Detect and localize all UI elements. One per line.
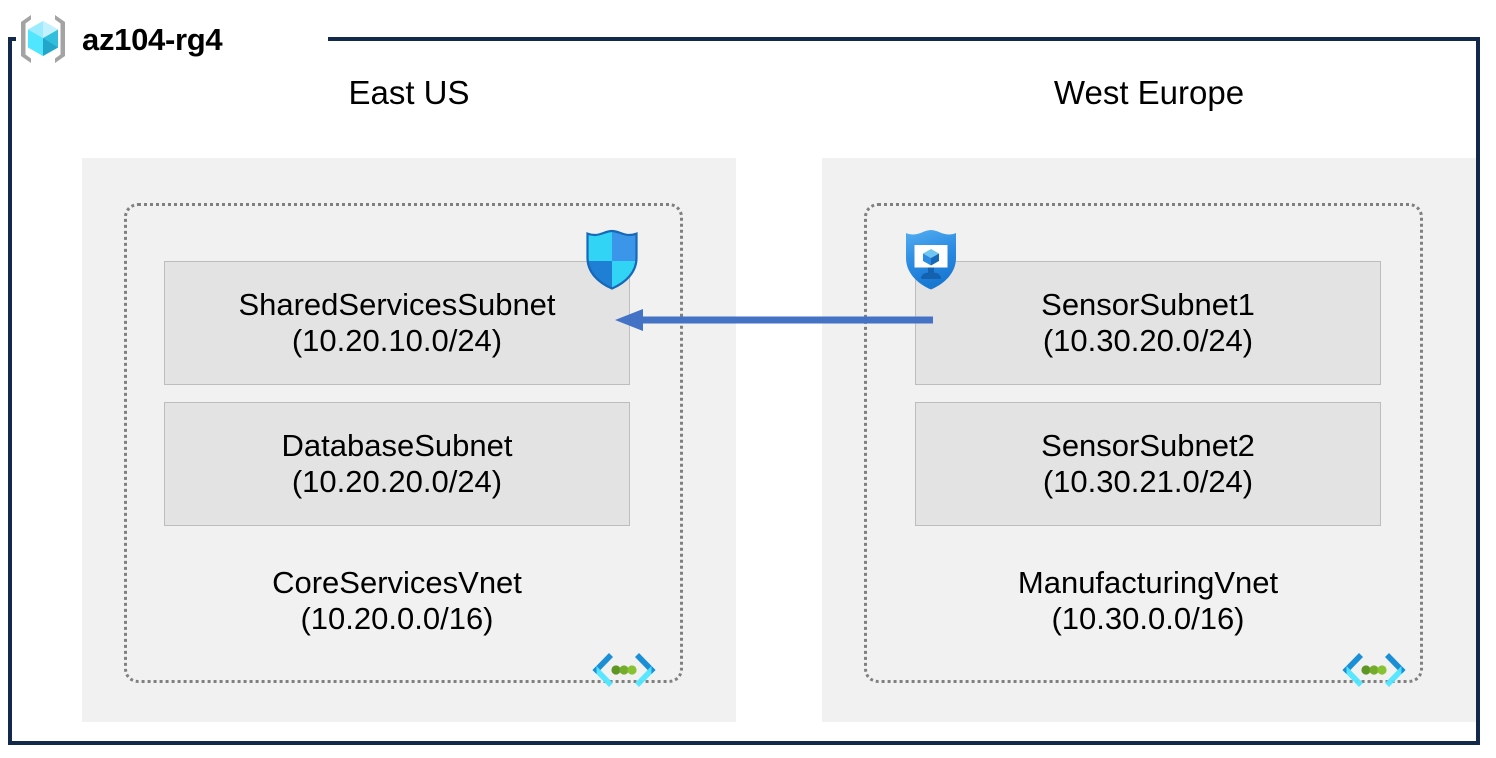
resource-group-name: az104-rg4 [82,21,223,57]
application-security-group-monitor-shield-icon [897,225,965,293]
region-column-west-europe: West Europe [822,76,1476,116]
subnet-name: SensorSubnet2 [1041,428,1255,464]
virtual-network-icon [1339,649,1409,695]
subnet-cidr: (10.20.10.0/24) [291,323,503,358]
subnet-box-sharedservicessubnet[interactable]: SharedServicesSubnet (10.20.10.0/24) [164,261,630,385]
vnet-cidr: (10.30.0.0/16) [1051,600,1245,636]
subnet-cidr: (10.30.20.0/24) [1042,323,1254,358]
resource-group-frame-notch [16,26,328,50]
virtual-network-icon [589,649,659,695]
vnet-name: CoreServicesVnet [272,565,522,600]
vnet-caption-manufacturingvnet: ManufacturingVnet (10.30.0.0/16) [915,565,1381,637]
subnet-box-sensorsubnet1[interactable]: SensorSubnet1 (10.30.20.0/24) [915,261,1381,385]
region-label-east-us: East US [348,74,470,111]
subnet-cidr: (10.30.21.0/24) [1042,464,1254,499]
vnet-peering-arrow [615,303,933,337]
resource-group-frame [8,37,1480,745]
resource-group-cube-icon [14,10,72,68]
subnet-name: SensorSubnet1 [1041,287,1255,323]
resource-group-header: az104-rg4 [14,8,223,70]
network-security-group-shield-icon [578,225,646,293]
region-label-west-europe: West Europe [1053,74,1245,111]
subnet-box-databasesubnet[interactable]: DatabaseSubnet (10.20.20.0/24) [164,402,630,526]
vnet-box-manufacturingvnet [864,203,1423,683]
vnet-name: ManufacturingVnet [1017,565,1279,600]
subnet-name: SharedServicesSubnet [238,287,556,323]
subnet-name: DatabaseSubnet [281,428,513,464]
subnet-box-sensorsubnet2[interactable]: SensorSubnet2 (10.30.21.0/24) [915,402,1381,526]
subnet-cidr: (10.20.20.0/24) [291,464,503,499]
region-column-east-us: East US [82,76,736,116]
vnet-caption-coreservicesvnet: CoreServicesVnet (10.20.0.0/16) [164,565,630,637]
vnet-box-coreservicesvnet [124,203,683,683]
vnet-cidr: (10.20.0.0/16) [300,600,494,636]
